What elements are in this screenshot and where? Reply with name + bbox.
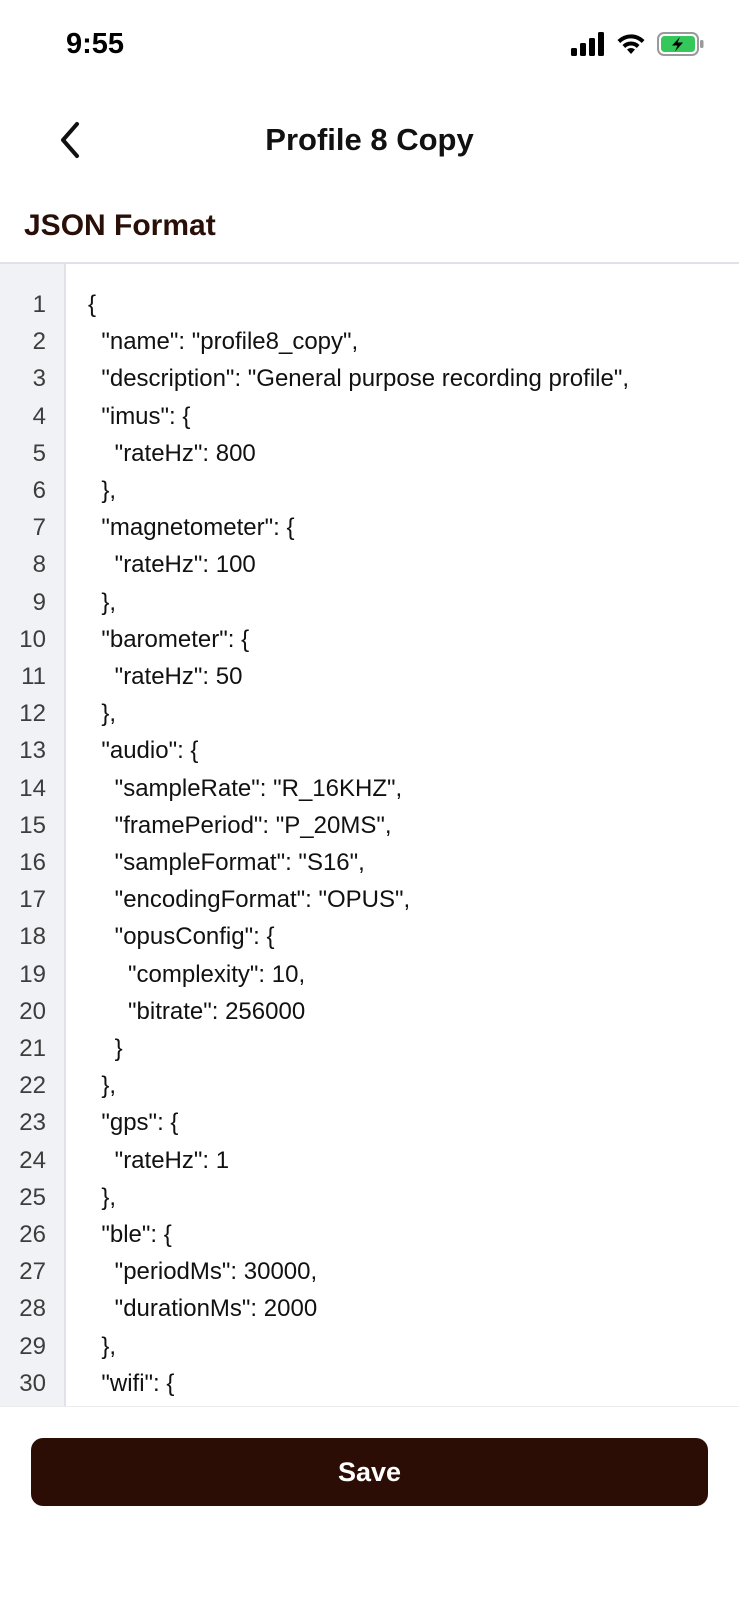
line-number: 6 xyxy=(32,477,46,504)
code-line[interactable]: "rateHz": 800 xyxy=(88,439,256,467)
status-bar: 9:55 xyxy=(0,0,739,96)
chevron-left-icon xyxy=(55,120,85,165)
line-number: 16 xyxy=(19,849,46,876)
code-line[interactable]: } xyxy=(88,1035,123,1062)
code-line[interactable]: "name": "profile8_copy", xyxy=(88,328,359,356)
save-button[interactable]: Save xyxy=(31,1438,708,1506)
code-line[interactable]: }, xyxy=(88,1183,117,1211)
page-title: Profile 8 Copy xyxy=(265,122,474,157)
line-number: 21 xyxy=(19,1035,46,1062)
code-line[interactable]: "opusConfig": { xyxy=(88,923,275,951)
code-line[interactable]: "description": "General purpose recordin… xyxy=(88,365,630,393)
code-line[interactable]: "rateHz": 100 xyxy=(88,551,256,579)
back-button[interactable] xyxy=(42,114,98,170)
line-number: 14 xyxy=(19,774,46,802)
code-line[interactable]: "sampleFormat": "S16", xyxy=(88,849,365,876)
code-line[interactable]: "sampleRate": "R_16KHZ", xyxy=(88,774,403,802)
line-number: 29 xyxy=(19,1332,46,1360)
line-number: 11 xyxy=(21,663,46,690)
code-line[interactable]: { xyxy=(88,291,97,318)
code-line[interactable]: }, xyxy=(88,477,117,504)
code-line[interactable]: "complexity": 10, xyxy=(88,960,306,988)
line-number: 10 xyxy=(19,625,46,653)
code-line[interactable]: "framePeriod": "P_20MS", xyxy=(88,811,392,839)
code-line[interactable]: }, xyxy=(88,700,117,728)
line-number: 3 xyxy=(32,365,46,393)
nav-bar: Profile 8 Copy xyxy=(0,96,739,188)
wifi-icon xyxy=(615,32,647,61)
cellular-signal-icon xyxy=(571,32,605,61)
code-line[interactable]: "imus": { xyxy=(88,402,191,430)
line-number: 15 xyxy=(19,811,46,839)
line-number: 20 xyxy=(19,997,46,1025)
line-number: 17 xyxy=(19,886,46,914)
line-number: 5 xyxy=(32,439,46,467)
line-number: 24 xyxy=(19,1146,46,1174)
line-number: 9 xyxy=(32,588,46,616)
code-line[interactable]: "gps": { xyxy=(88,1109,179,1137)
line-number: 7 xyxy=(32,514,46,542)
line-number: 22 xyxy=(19,1072,46,1100)
line-number: 18 xyxy=(19,923,46,951)
line-number: 30 xyxy=(19,1369,46,1397)
code-line[interactable]: "ble": { xyxy=(88,1221,172,1248)
code-line[interactable]: }, xyxy=(88,1332,117,1360)
code-line[interactable]: "barometer": { xyxy=(88,625,250,653)
line-number: 23 xyxy=(19,1109,46,1137)
line-number: 4 xyxy=(32,402,46,430)
code-line[interactable]: }, xyxy=(88,588,117,616)
code-line[interactable]: "rateHz": 1 xyxy=(88,1146,230,1174)
line-number: 25 xyxy=(19,1183,46,1211)
line-number: 19 xyxy=(19,960,46,988)
line-number: 13 xyxy=(19,737,46,765)
section-title: JSON Format xyxy=(24,209,216,242)
code-line[interactable]: "audio": { xyxy=(88,737,199,765)
code-line[interactable]: "periodMs": 30000, xyxy=(88,1258,318,1286)
code-line[interactable]: "magnetometer": { xyxy=(88,514,295,542)
code-line[interactable]: "rateHz": 50 xyxy=(88,663,243,690)
footer: Save xyxy=(0,1406,739,1536)
code-line[interactable]: "encodingFormat": "OPUS", xyxy=(88,886,411,914)
line-number: 26 xyxy=(19,1221,46,1248)
line-number: 2 xyxy=(32,328,46,356)
line-number: 27 xyxy=(19,1258,46,1286)
code-line[interactable]: }, xyxy=(88,1072,117,1100)
line-number: 28 xyxy=(19,1295,46,1323)
code-line[interactable]: "wifi": { xyxy=(88,1369,175,1397)
code-line[interactable]: "durationMs": 2000 xyxy=(88,1295,318,1323)
code-line[interactable]: "bitrate": 256000 xyxy=(88,997,306,1025)
line-number: 12 xyxy=(19,700,46,728)
battery-charging-icon xyxy=(657,32,705,61)
status-time: 9:55 xyxy=(66,28,125,60)
line-number: 8 xyxy=(32,551,46,579)
status-icons xyxy=(571,32,705,61)
line-number: 1 xyxy=(32,291,46,318)
